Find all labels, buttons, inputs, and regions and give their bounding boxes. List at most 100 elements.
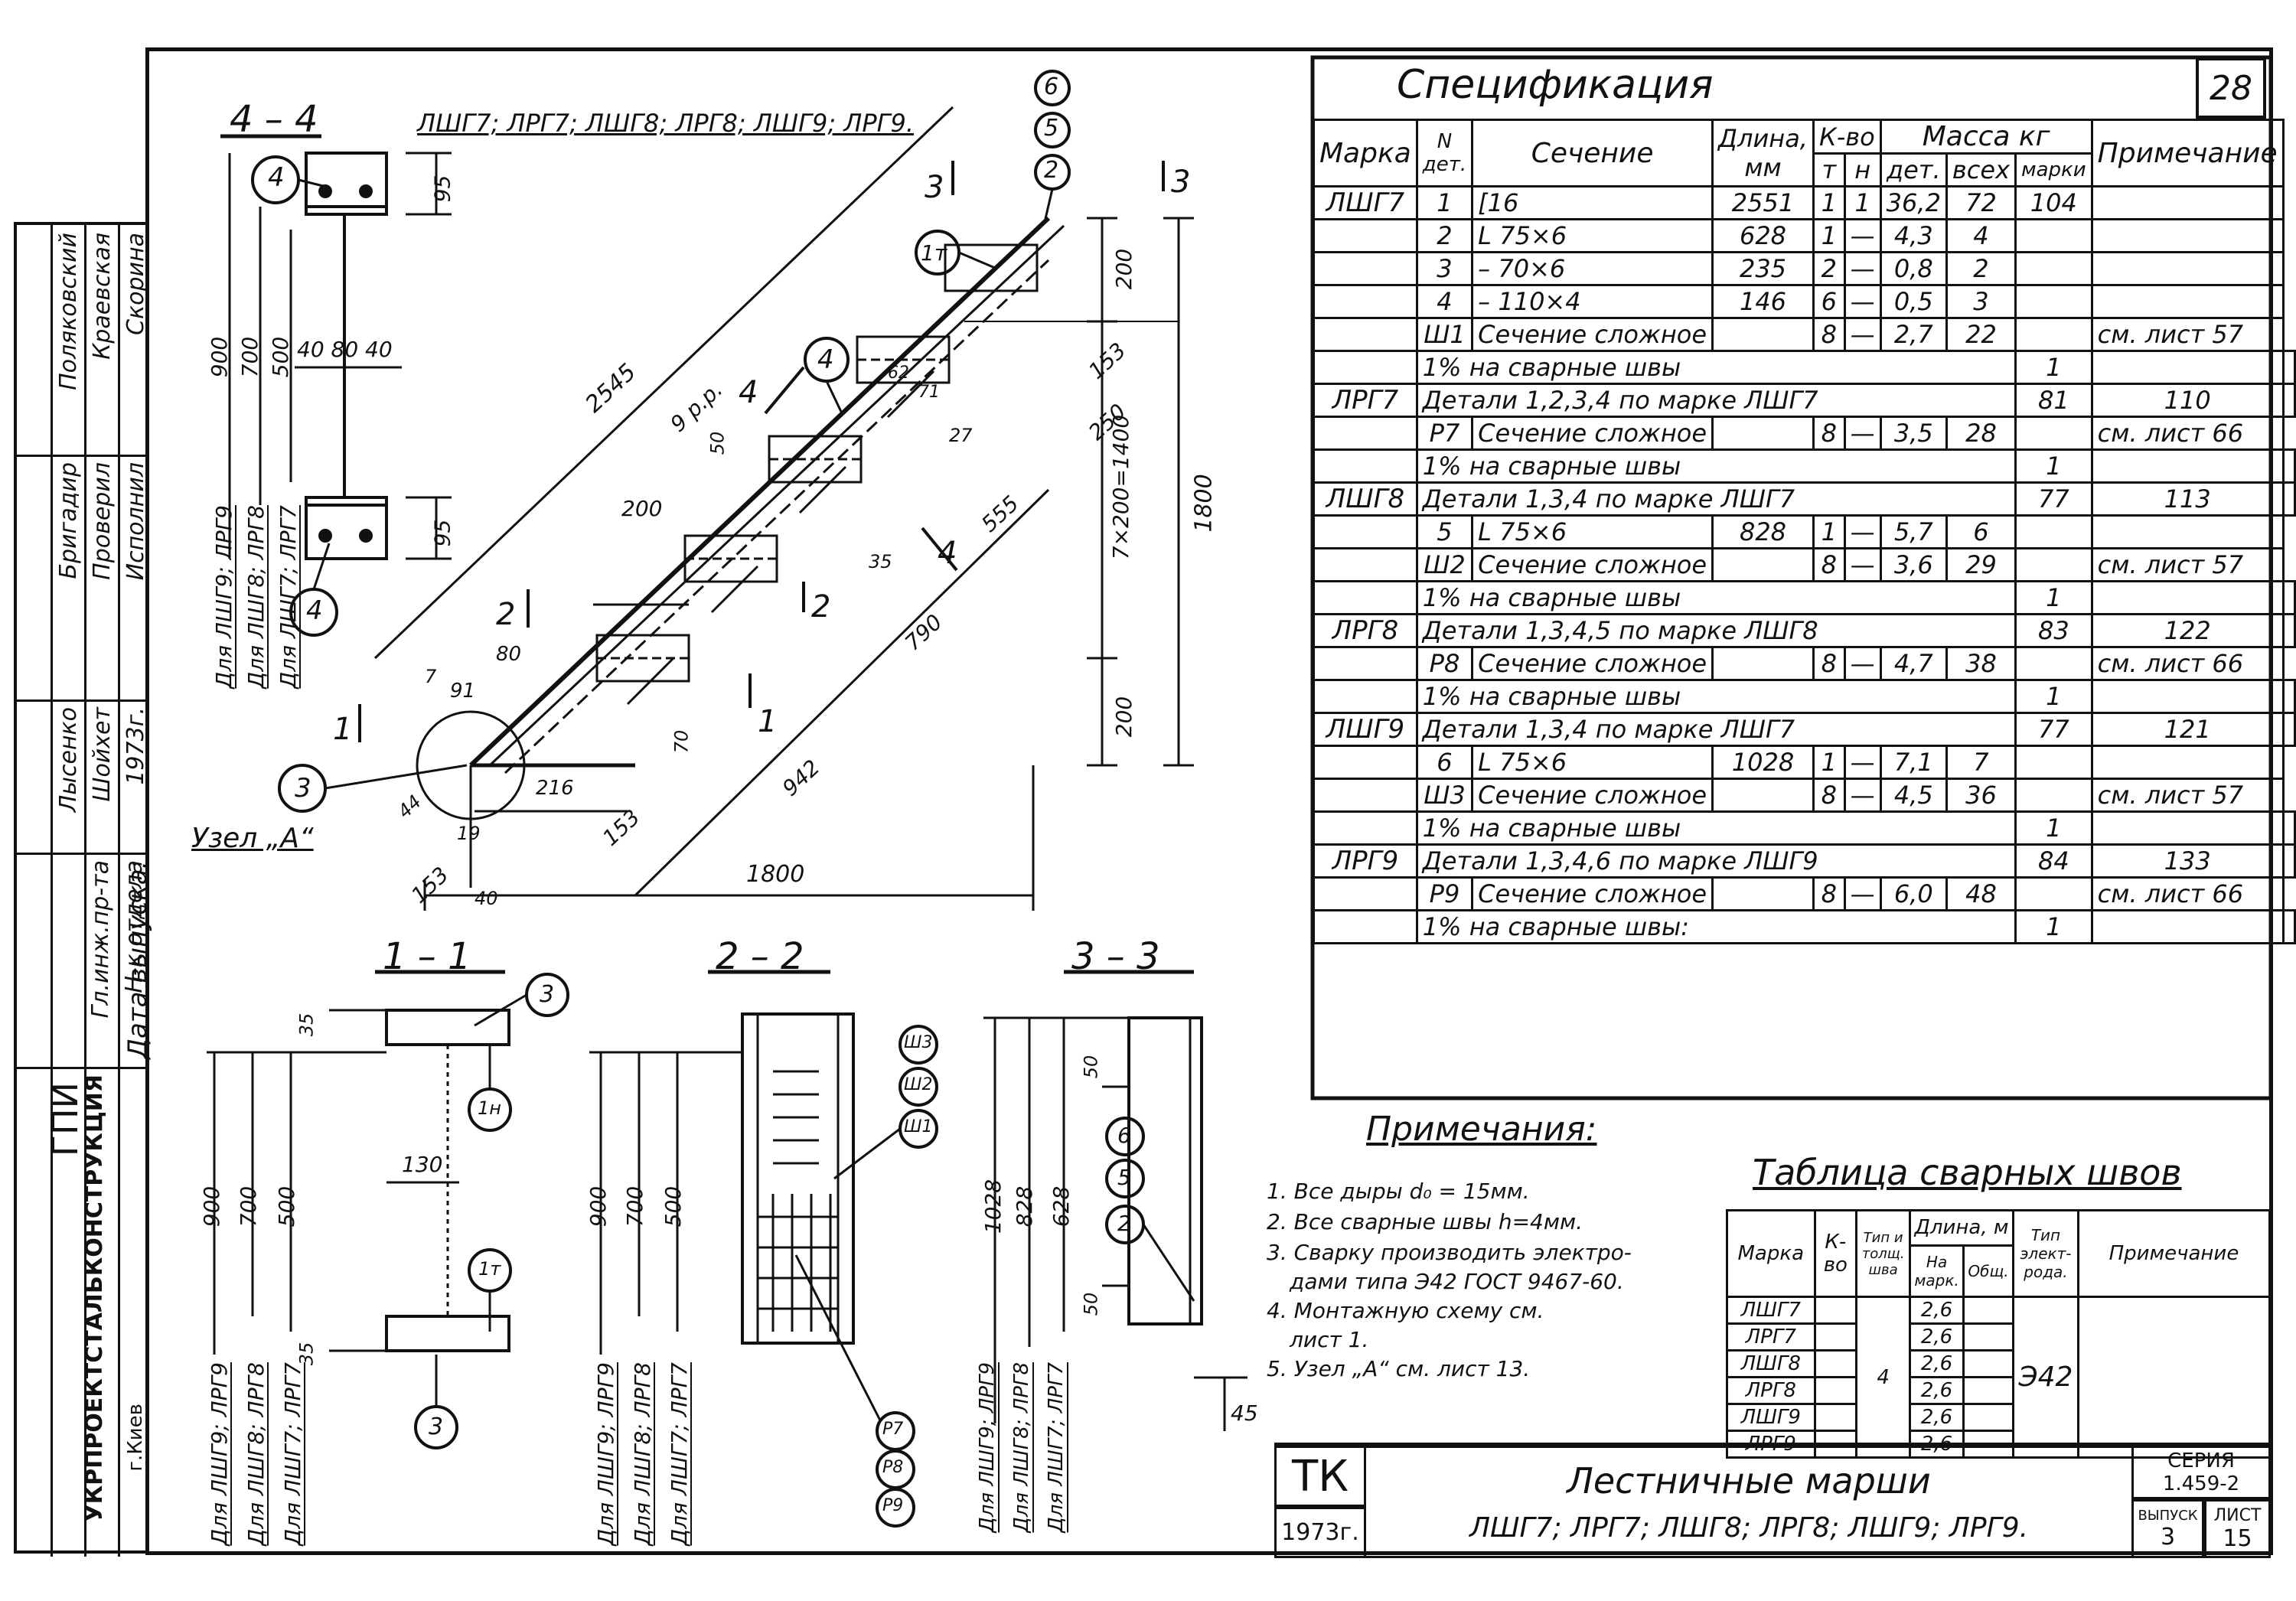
weld-hdr-na-mark: На марк. — [1909, 1244, 1965, 1299]
spec-cell-marka: ЛШГ8 — [1313, 481, 1418, 517]
spec-cell-mm — [2014, 284, 2093, 319]
dim-62: 62 — [888, 364, 909, 383]
spec-cell-mm — [2014, 416, 2093, 451]
spec-cell-prim — [2281, 383, 2296, 418]
callout-r8: Р8 — [882, 1458, 904, 1477]
spec-cell-sech: L 75×6 — [1471, 514, 1714, 549]
callout-sh3: Ш3 — [904, 1033, 933, 1052]
left-title-block: ГПИ УКРПРОЕКТСТАЛЬКОНСТРУКЦИЯ г.Киев Гл.… — [14, 222, 153, 1557]
spec-cell-det: Р8 — [1415, 646, 1474, 681]
spec-cell-prim — [2090, 185, 2285, 220]
spec-cell-len: 2551 — [1711, 185, 1815, 220]
weld-hdr-prim: Примечание — [2076, 1209, 2272, 1298]
weld-cell-obsh — [1962, 1403, 2015, 1432]
dim-900-44: 900 — [207, 336, 233, 378]
dim-40-80-40: 40 80 40 — [297, 337, 393, 362]
dim-130: 130 — [402, 1152, 443, 1177]
spec-cell-det: 1 — [1415, 185, 1474, 220]
spec-cell-md: 7,1 — [1879, 745, 1948, 780]
dim-50-s33-top: 50 — [1080, 1055, 1102, 1079]
spec-cell-marka — [1313, 416, 1418, 451]
spec-cell-t: 8 — [1812, 416, 1846, 451]
spec-cell-marka — [1313, 350, 1418, 385]
spec-cell-md: 4,3 — [1879, 218, 1948, 253]
spec-cell-n: — — [1843, 514, 1882, 549]
note-1: 1. Все дыры d₀ = 15мм. — [1267, 1179, 1530, 1204]
callout-1t: 1т — [921, 240, 947, 266]
spec-cell-sech: Сечение сложное — [1471, 876, 1714, 911]
spec-cell-sech: Сечение сложное — [1471, 646, 1714, 681]
hdr-sechenie: Сечение — [1471, 119, 1714, 187]
stamp-list: 15 — [2223, 1524, 2252, 1552]
spec-cell-marka: ЛШГ7 — [1313, 185, 1418, 220]
callout-sh2: Ш2 — [904, 1075, 933, 1094]
spec-cell-sech: Детали 1,3,4,5 по марке ЛШГ8 — [1415, 613, 2017, 648]
weld-cell-obsh — [1962, 1349, 2015, 1378]
dim-50: 50 — [706, 431, 729, 455]
spec-cell-prim — [2281, 481, 2296, 517]
spec-cell-n: — — [1843, 251, 1882, 286]
spec-cell-prim — [2090, 514, 2285, 549]
spec-cell-sech: [16 — [1471, 185, 1714, 220]
weld-cell-prim — [2076, 1296, 2272, 1459]
spec-cell-mm: 104 — [2014, 185, 2093, 220]
spec-cell-sech: Сечение сложное — [1471, 778, 1714, 813]
spec-cell-det: 6 — [1415, 745, 1474, 780]
stamp-vypusk-label: ВЫПУСК — [2138, 1507, 2198, 1524]
spec-cell-mv: 77 — [2014, 481, 2093, 517]
spec-cell-prim — [2090, 745, 2285, 780]
spec-title: Спецификация — [1397, 62, 1714, 108]
spec-cell-det: 5 — [1415, 514, 1474, 549]
stamp-vypusk: 3 — [2160, 1523, 2176, 1550]
label-for-8-44: Для ЛШГ8; ЛРГ8 — [243, 505, 269, 689]
title-stamp: ТК 1973г. Лестничные марши ЛШГ7; ЛРГ7; Л… — [1274, 1443, 2271, 1558]
spec-cell-prim — [2281, 909, 2296, 944]
spec-cell-mv: 4 — [1945, 218, 2017, 253]
note-3-cont: дами типа Э42 ГОСТ 9467-60. — [1290, 1269, 1624, 1294]
callout-5: 5 — [1044, 115, 1059, 142]
spec-cell-len — [1711, 778, 1815, 813]
hdr-marki: марки — [2014, 152, 2093, 187]
spec-cell-sech: 1% на сварные швы — [1415, 350, 2017, 385]
callout-1n: 1н — [478, 1097, 501, 1119]
spec-cell-md: 5,7 — [1879, 514, 1948, 549]
spec-cell-det: Р7 — [1415, 416, 1474, 451]
spec-cell-sech: Сечение сложное — [1471, 547, 1714, 582]
spec-cell-prim — [2090, 284, 2285, 319]
dim-500-s11: 500 — [274, 1185, 300, 1228]
hdr-t: т — [1812, 152, 1846, 187]
label-for-8-s33: Для ЛШГ8; ЛРГ8 — [1010, 1362, 1033, 1533]
spec-cell-mv: 72 — [1945, 185, 2017, 220]
spec-cell-prim — [2281, 810, 2296, 846]
callout-4-top: 4 — [268, 162, 285, 193]
dim-700-s22: 700 — [622, 1185, 648, 1228]
label-for-7-s33: Для ЛШГ7; ЛРГ7 — [1045, 1362, 1068, 1533]
spec-cell-t: 8 — [1812, 876, 1846, 911]
spec-cell-mv: 81 — [2014, 383, 2093, 418]
spec-cell-mv: 1 — [2014, 350, 2093, 385]
spec-cell-mm — [2090, 448, 2285, 484]
sheet-number: 28 — [2196, 57, 2266, 119]
spec-cell-mv: 77 — [2014, 712, 2093, 747]
spec-cell-det: 4 — [1415, 284, 1474, 319]
callout-sh1: Ш1 — [904, 1117, 933, 1136]
weld-cell-kvo — [1813, 1322, 1858, 1352]
stamp-list-label: ЛИСТ — [2213, 1505, 2262, 1525]
spec-cell-md: 2,7 — [1879, 317, 1948, 352]
stamp-title: Лестничные марши — [1567, 1460, 1931, 1502]
spec-cell-md: 4,7 — [1879, 646, 1948, 681]
section-4-4-title: 4 – 4 — [230, 98, 318, 141]
spec-cell-md: 0,5 — [1879, 284, 1948, 319]
spec-cell-sech: 1% на сварные швы — [1415, 810, 2017, 846]
